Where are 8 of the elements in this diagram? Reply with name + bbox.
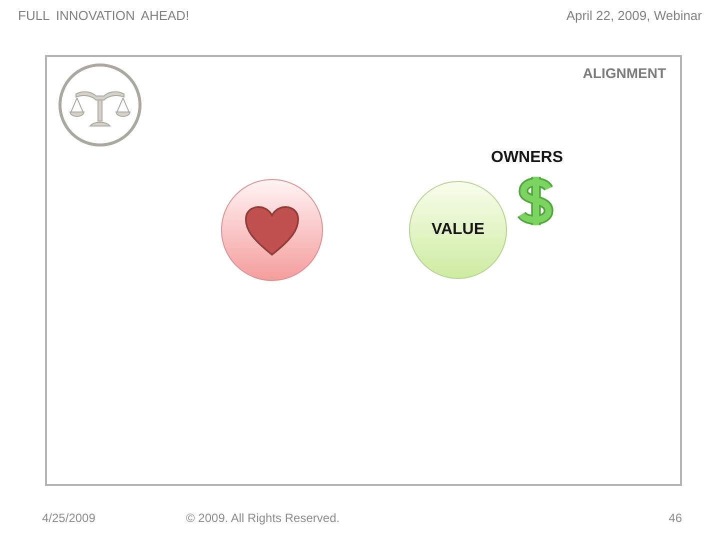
- section-heading: ALIGNMENT: [582, 65, 666, 82]
- copyright-notice: © 2009. All Rights Reserved.: [186, 512, 340, 526]
- node-label: VALUE: [431, 221, 485, 239]
- header-title: FULL INNOVATION AHEAD!: [18, 9, 190, 24]
- group-heading: OWNERS: [491, 149, 563, 168]
- header-date: April 22, 2009, Webinar: [566, 9, 702, 24]
- page-number: 46: [668, 512, 682, 526]
- footer-date: 4/25/2009: [42, 512, 96, 526]
